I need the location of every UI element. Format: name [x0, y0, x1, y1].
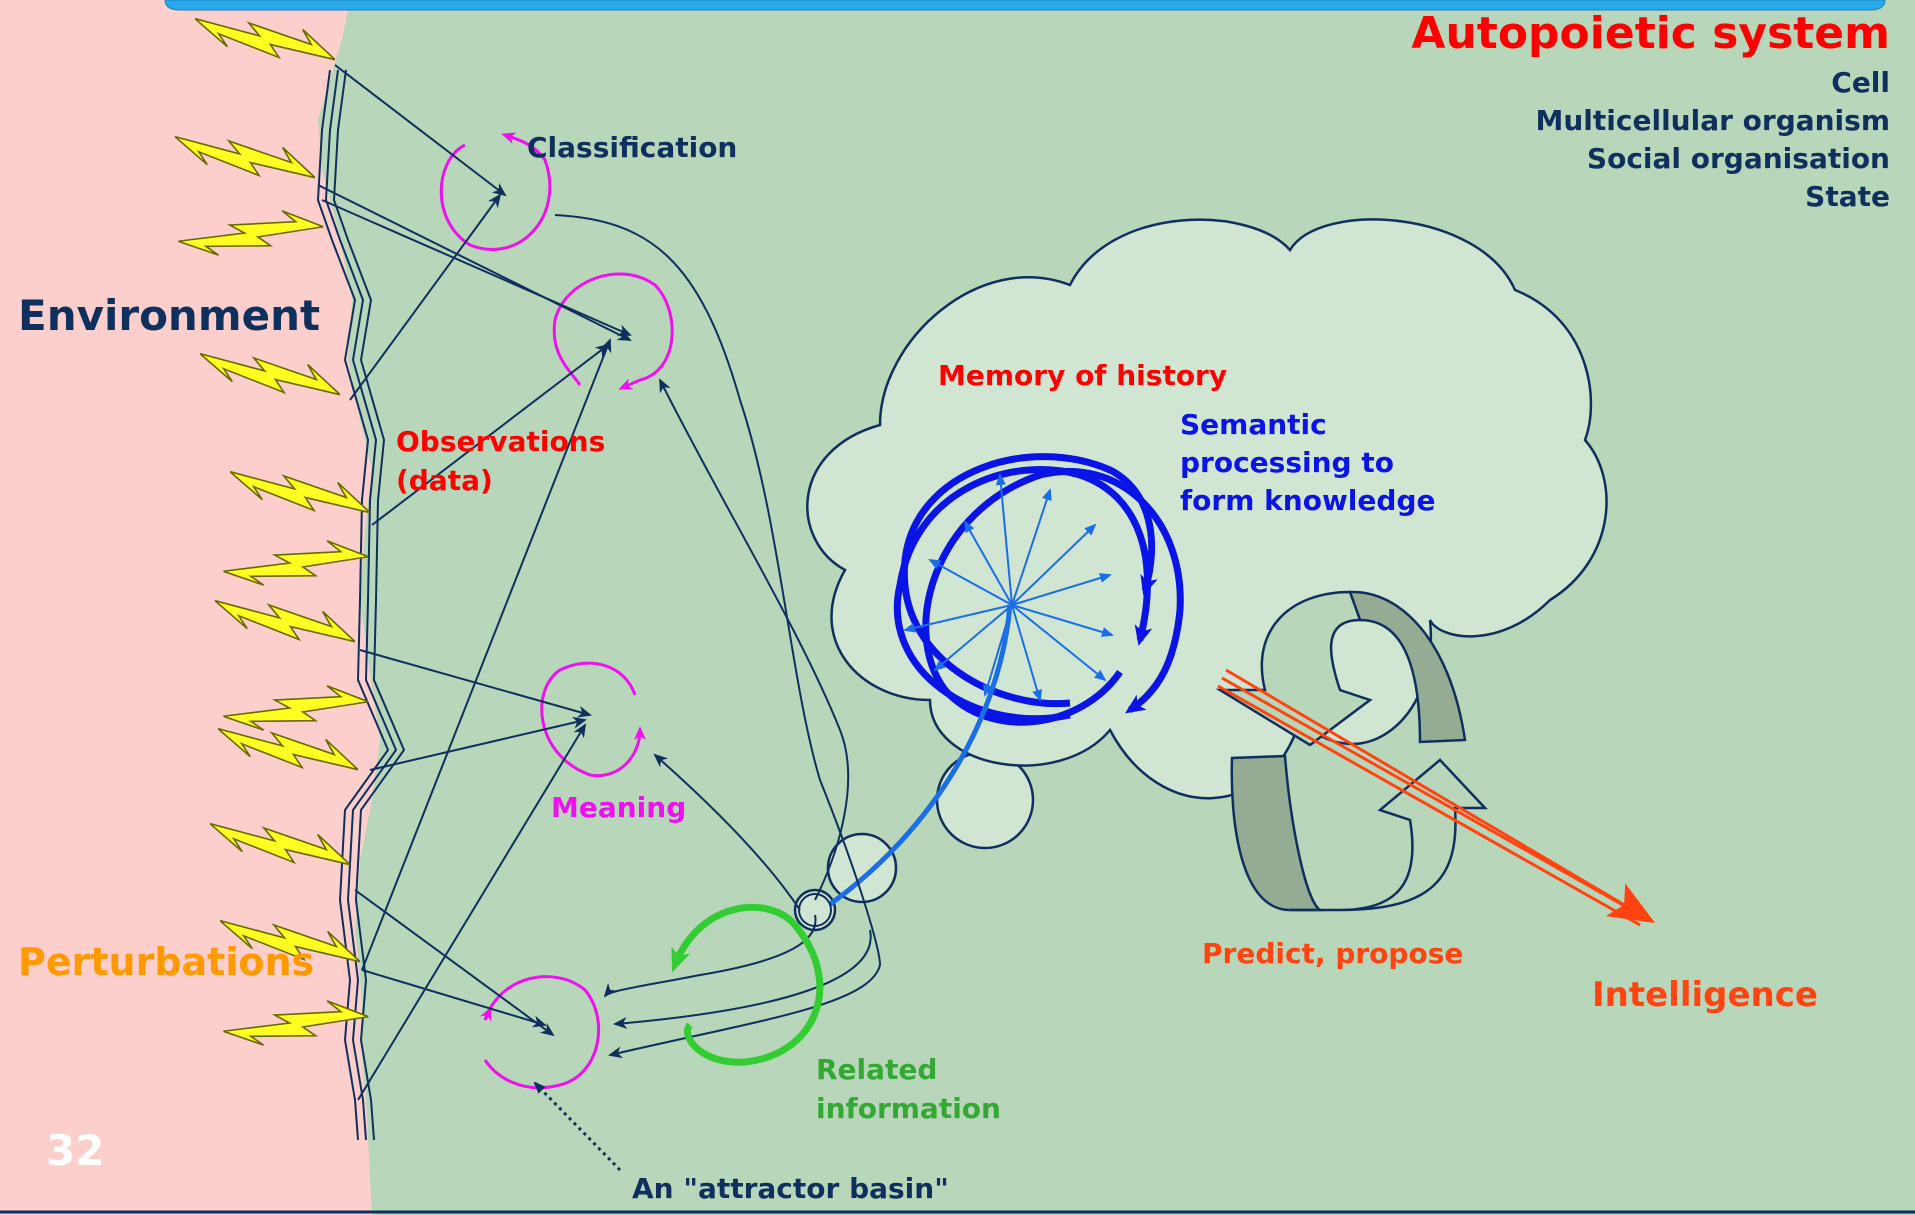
- label-environment: Environment: [18, 291, 320, 340]
- label-semantic-2: processing to: [1180, 446, 1394, 479]
- label-related-2: information: [816, 1092, 1001, 1125]
- label-attractor: An "attractor basin": [632, 1172, 949, 1205]
- data-flow-arrows: [317, 64, 632, 1101]
- environment-background: [0, 0, 380, 1215]
- label-memory: Memory of history: [938, 359, 1227, 392]
- label-predict: Predict, propose: [1202, 937, 1463, 970]
- label-observations: Observations: [396, 425, 605, 458]
- intelligence-arrow: [1217, 668, 1656, 927]
- label-perturbations: Perturbations: [18, 940, 314, 984]
- level-social: Social organisation: [1587, 142, 1890, 175]
- label-classification: Classification: [527, 131, 737, 164]
- label-meaning: Meaning: [551, 791, 686, 824]
- level-multicellular: Multicellular organism: [1536, 104, 1891, 137]
- semantic-loops: [893, 453, 1184, 726]
- slide-title: Autopoietic system: [1411, 8, 1890, 59]
- level-cell: Cell: [1831, 66, 1890, 99]
- label-related-1: Related: [816, 1053, 937, 1086]
- page-number: 32: [46, 1126, 104, 1175]
- label-semantic-1: Semantic: [1180, 408, 1327, 441]
- magenta-cycles: [439, 132, 674, 1090]
- label-observations-data: (data): [396, 464, 493, 497]
- recursion-loops: [554, 214, 882, 1059]
- semantic-rays: [903, 473, 1114, 702]
- level-state: State: [1805, 180, 1890, 213]
- related-cycle-arrow: [675, 903, 824, 1066]
- label-intelligence: Intelligence: [1592, 975, 1818, 1015]
- top-bar: [164, 0, 1886, 11]
- membrane: [316, 69, 406, 1141]
- label-semantic-3: form knowledge: [1180, 484, 1435, 517]
- knowledge-link-arrow: [806, 604, 1013, 921]
